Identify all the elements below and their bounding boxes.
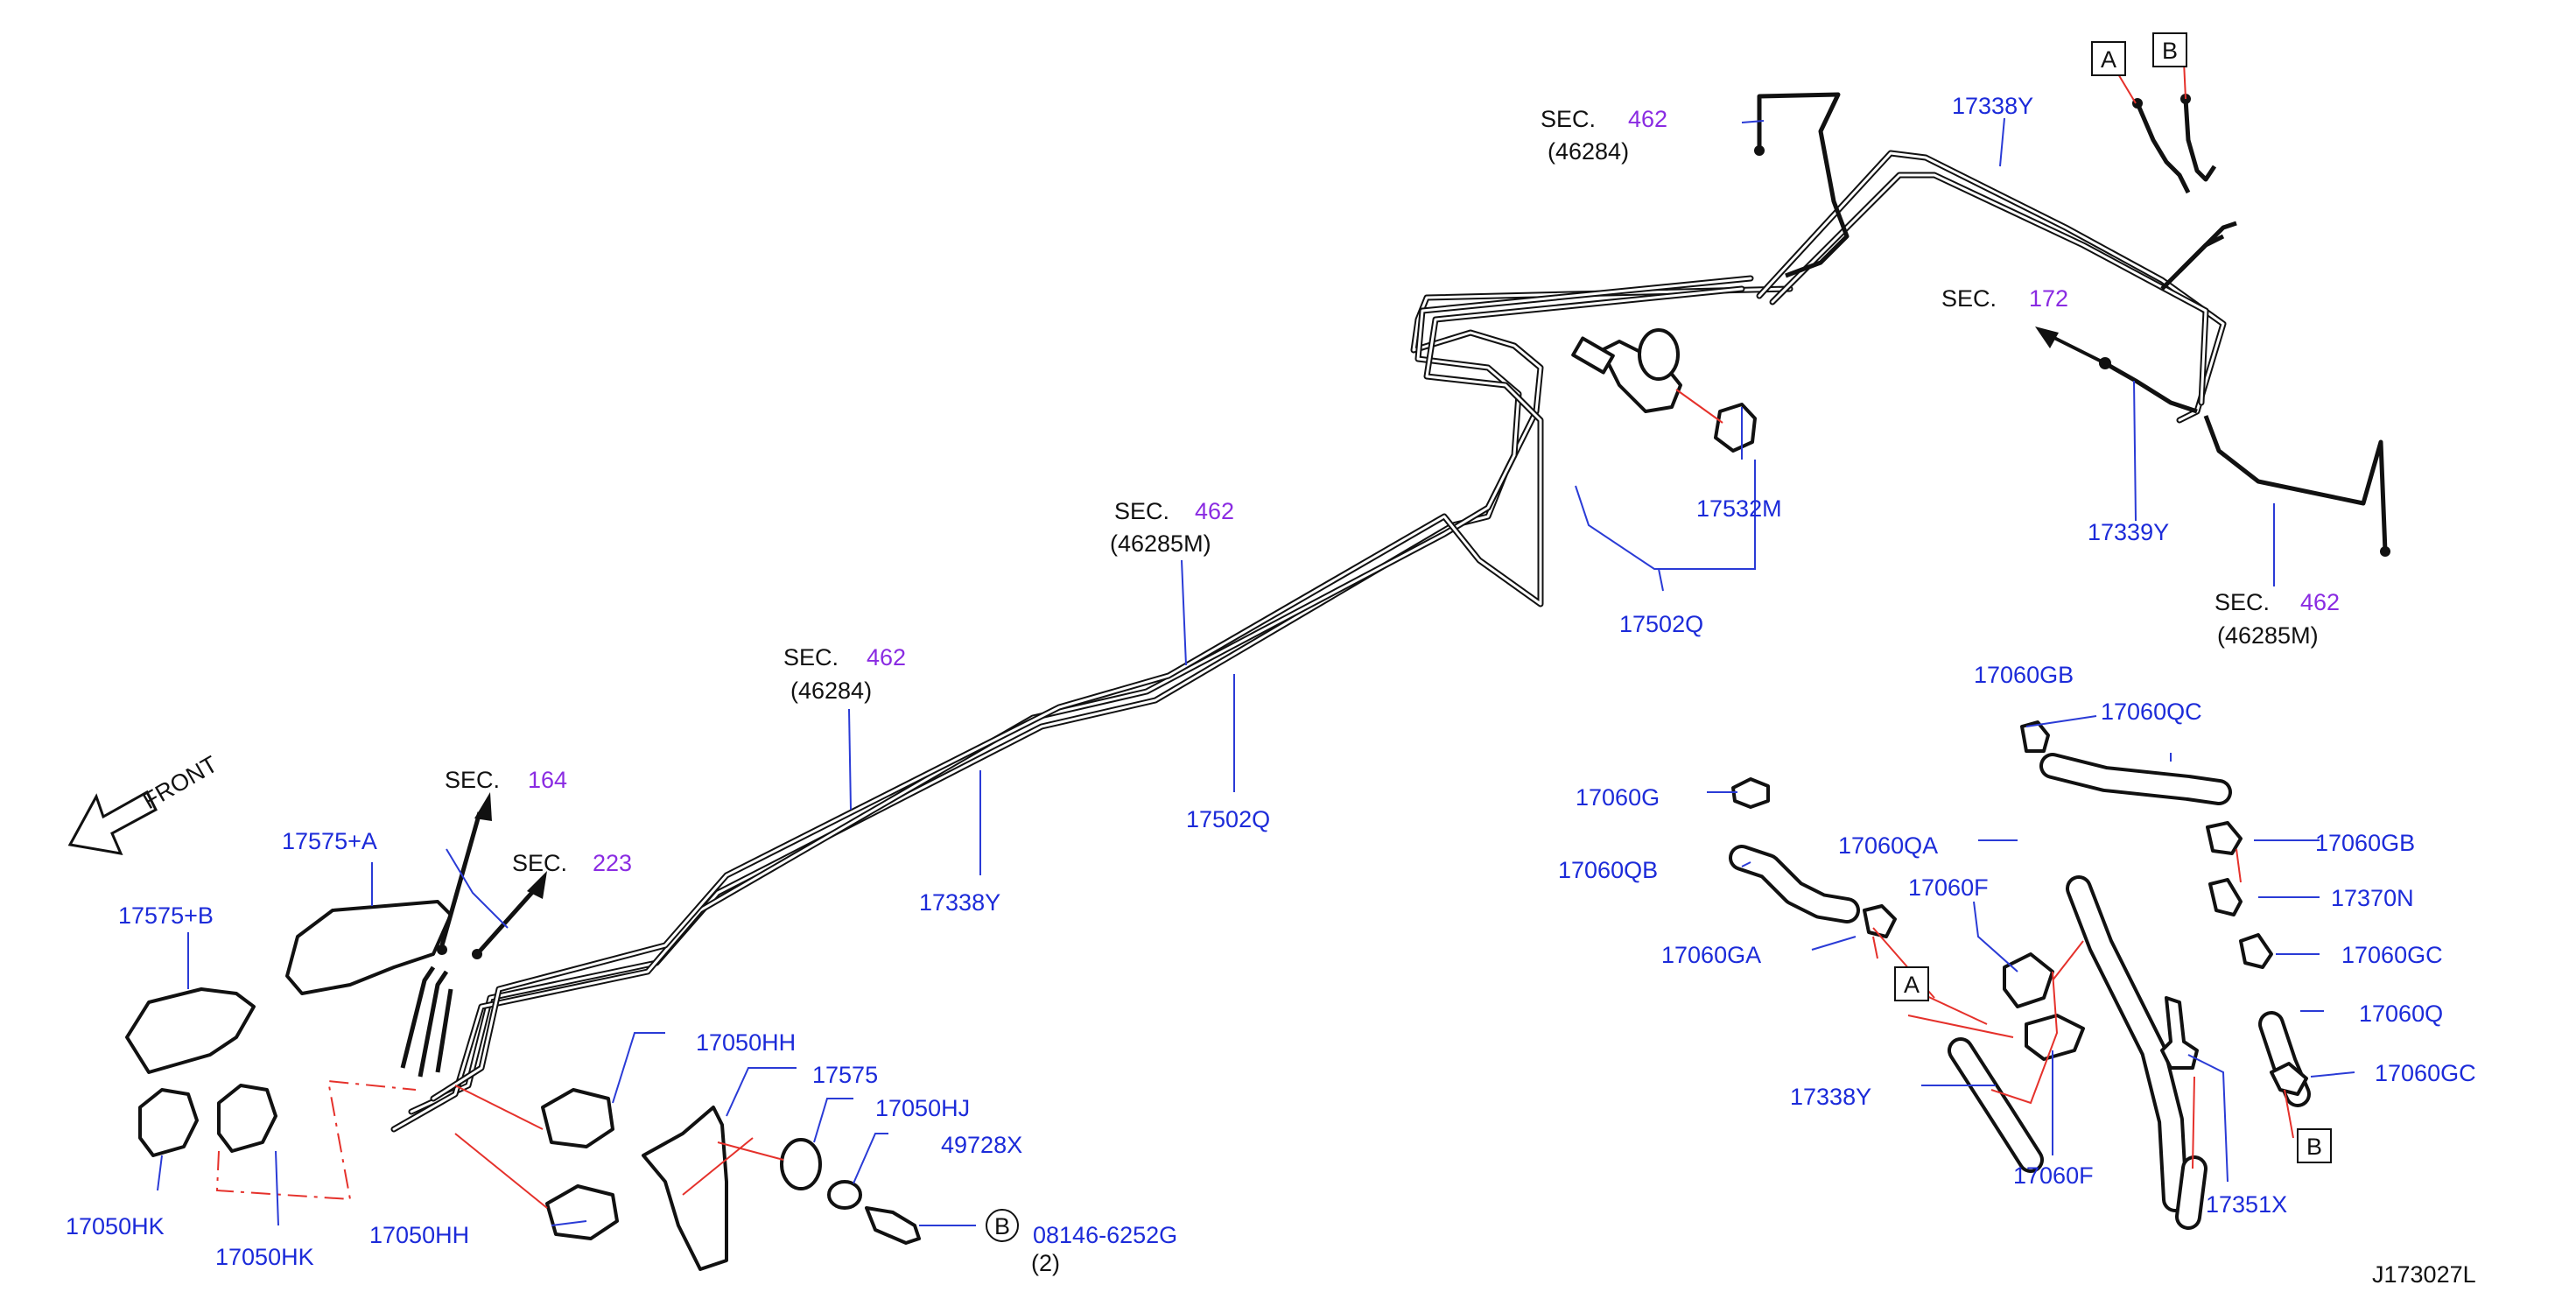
left-clip-group [125, 900, 921, 1271]
part-17060q: 17060Q [2359, 1001, 2443, 1027]
part-17060qc: 17060QC [2101, 699, 2202, 725]
sec-number-462-upper: 462 [1628, 106, 1667, 132]
sec-ref-46285m-right: (46285M) [2217, 622, 2319, 649]
sec462-upper-tube [1754, 92, 1850, 278]
sec-ref-46284-left: (46284) [790, 678, 872, 704]
part-17060g: 17060G [1576, 784, 1660, 811]
part-17339y: 17339Y [2088, 519, 2169, 545]
sec-label-462-upper: SEC. [1541, 106, 1596, 132]
sec-number-462-left: 462 [867, 644, 906, 671]
part-08146-6252g: 08146-6252G [1033, 1222, 1177, 1248]
sec-number-223: 223 [593, 850, 632, 876]
part-17575a: 17575+A [282, 828, 377, 854]
diagram-code: J173027L [2372, 1261, 2476, 1288]
right-lower-tube [2203, 415, 2390, 557]
labels: FRONT A B A B B SEC. 462 (46284) 17338Y … [66, 38, 2476, 1288]
part-17370n: 17370N [2331, 885, 2414, 911]
part-17050hh-lower: 17050HH [369, 1222, 469, 1248]
tube-17339y [2035, 327, 2198, 414]
part-17338y-lower: 17338Y [1790, 1084, 1871, 1110]
sec-label-462-right: SEC. [2215, 589, 2270, 615]
callout-a-top: A [2101, 46, 2116, 73]
part-17575b: 17575+B [118, 902, 214, 929]
callout-a-bottom: A [1904, 972, 1920, 998]
callout-b-bottom: B [2306, 1134, 2322, 1160]
part-17060f-lower: 17060F [2013, 1162, 2094, 1189]
part-17060qb: 17060QB [1558, 857, 1658, 883]
callout-b-bolt: B [994, 1213, 1010, 1239]
part-17060f-upper: 17060F [1908, 874, 1989, 901]
callout-b-top: B [2162, 38, 2178, 64]
sec-ref-46285m-center: (46285M) [1110, 530, 1211, 557]
sec-number-462-center: 462 [1195, 498, 1234, 524]
part-17050hk-left: 17050HK [66, 1213, 165, 1239]
sec-label-172: SEC. [1941, 285, 1997, 312]
part-17532m: 17532M [1696, 495, 1782, 522]
sec-arrows-left [437, 792, 547, 959]
sec-label-462-left: SEC. [783, 644, 839, 671]
leader-lines [157, 117, 2355, 1226]
vent-hose-group [1729, 720, 2311, 1230]
quick-connector-assembly [1571, 328, 1757, 453]
part-17060ga: 17060GA [1661, 942, 1761, 968]
sec-label-223: SEC. [512, 850, 567, 876]
part-17050hh-upper: 17050HH [696, 1029, 796, 1056]
part-17050hk-right: 17050HK [215, 1244, 314, 1270]
part-17060gb-right: 17060GB [2315, 830, 2415, 856]
upper-right-tube-ends [2132, 94, 2217, 194]
part-17502q-upper: 17502Q [1619, 611, 1703, 637]
part-17050hj: 17050HJ [875, 1095, 970, 1121]
part-17060qa: 17060QA [1838, 832, 1938, 859]
quantity-2: (2) [1031, 1250, 1060, 1276]
callout-boxes [986, 32, 2332, 1242]
part-17338y-center: 17338Y [919, 889, 1000, 916]
part-17502q-lower: 17502Q [1186, 806, 1270, 832]
front-arrow [67, 790, 158, 855]
part-49728x: 49728X [941, 1132, 1022, 1158]
sec-ref-46284-upper: (46284) [1548, 138, 1629, 165]
part-17575: 17575 [812, 1062, 878, 1088]
sec-number-164: 164 [528, 767, 567, 793]
part-17060gc-upper: 17060GC [2341, 942, 2443, 968]
part-17060gb-top: 17060GB [1974, 662, 2074, 688]
sec-number-172: 172 [2029, 285, 2068, 312]
part-17338y-top: 17338Y [1952, 93, 2033, 119]
sec-number-462-right: 462 [2300, 589, 2340, 615]
front-label: FRONT [138, 751, 222, 814]
sec-label-164: SEC. [445, 767, 500, 793]
part-17351x: 17351X [2206, 1191, 2287, 1218]
sec-label-462-center: SEC. [1114, 498, 1169, 524]
part-17060gc-lower: 17060GC [2375, 1060, 2476, 1086]
guide-lines [215, 59, 2294, 1209]
main-fuel-tube-bundle [390, 150, 2237, 1133]
